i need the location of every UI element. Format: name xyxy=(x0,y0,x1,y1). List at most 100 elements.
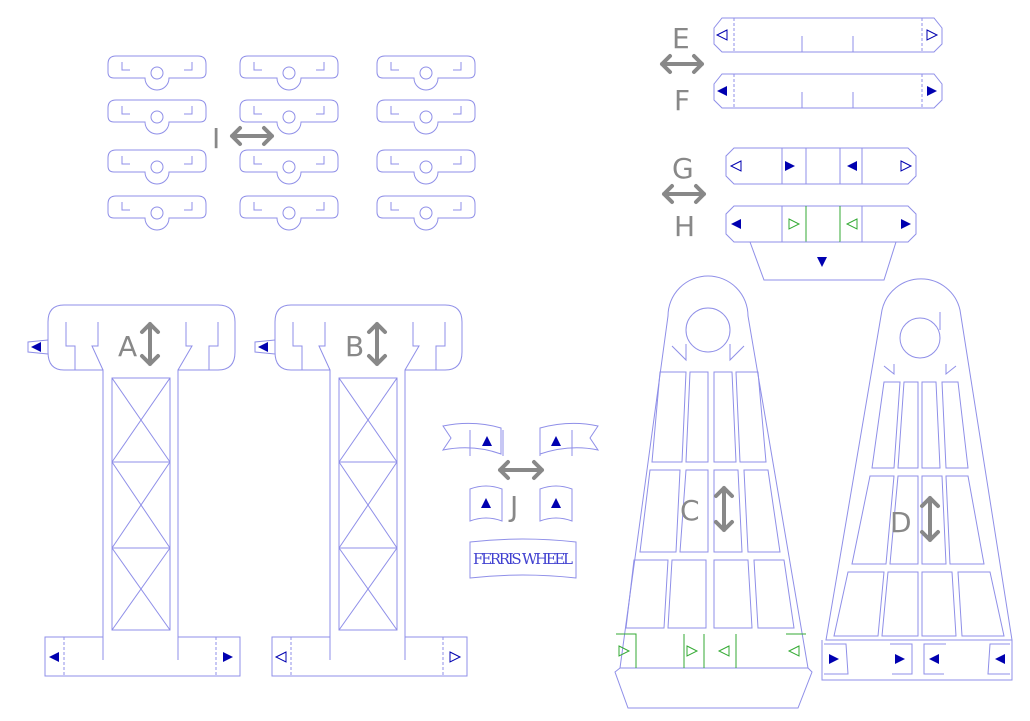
piece-i xyxy=(376,149,476,185)
glue-marker-icon xyxy=(785,161,795,171)
cut-line xyxy=(883,312,957,376)
label-i: I xyxy=(212,122,220,155)
piece-i xyxy=(107,195,207,231)
cut-line xyxy=(254,339,276,355)
piece-h xyxy=(725,205,917,243)
double-arrow-vertical-icon xyxy=(140,322,160,366)
glue-marker-icon xyxy=(258,342,268,352)
slot xyxy=(390,156,462,165)
glue-marker-icon xyxy=(788,218,801,230)
piece-i xyxy=(376,55,476,91)
cut-line xyxy=(805,206,841,242)
piece-c xyxy=(619,275,809,669)
piece-i xyxy=(239,55,339,91)
slot xyxy=(390,106,462,115)
cut-line xyxy=(111,377,171,631)
banner-text: FERRIS WHEEL xyxy=(473,550,573,568)
piece-b xyxy=(271,304,468,677)
banner-ferris-wheel xyxy=(469,538,577,579)
piece-a xyxy=(44,304,241,677)
cut-line xyxy=(833,571,1005,637)
piece-d xyxy=(825,278,1013,641)
cut-line xyxy=(625,559,795,629)
axle-hole xyxy=(282,110,296,124)
cut-line xyxy=(290,637,444,676)
piece-i xyxy=(107,149,207,185)
cut-line xyxy=(65,322,219,371)
slot xyxy=(121,106,193,115)
glue-marker-icon xyxy=(481,498,491,508)
piece-g xyxy=(725,147,917,185)
axle-hole xyxy=(282,160,296,174)
label-c: C xyxy=(680,494,700,527)
banner-flag xyxy=(441,422,502,455)
axle-hole xyxy=(419,160,433,174)
axle-hole xyxy=(419,206,433,220)
axle-hole xyxy=(685,307,731,353)
glue-marker-icon xyxy=(895,654,905,664)
slot xyxy=(253,62,325,71)
cut-line xyxy=(651,371,767,463)
banner-flag xyxy=(539,422,600,455)
label-e: E xyxy=(672,22,690,55)
glue-marker-icon xyxy=(900,160,913,172)
glue-marker-icon xyxy=(731,219,741,229)
glue-marker-icon xyxy=(31,342,41,352)
double-arrow-horizontal-icon xyxy=(498,460,544,480)
cut-line xyxy=(614,667,813,709)
cut-line xyxy=(469,430,573,456)
slot xyxy=(390,202,462,211)
cut-line xyxy=(671,344,745,362)
double-arrow-vertical-icon xyxy=(367,322,387,366)
banner-tab xyxy=(469,485,503,522)
banner-tab xyxy=(539,485,573,522)
cut-line xyxy=(292,322,446,371)
cut-line xyxy=(27,339,49,355)
piece-group-i xyxy=(107,55,476,231)
glue-marker-icon xyxy=(817,257,827,267)
slot xyxy=(390,62,462,71)
glue-marker-icon xyxy=(274,651,287,663)
piece-i xyxy=(376,99,476,135)
cut-line xyxy=(733,74,923,108)
glue-marker-icon xyxy=(927,86,937,96)
double-arrow-horizontal-icon xyxy=(662,184,706,204)
piece-i xyxy=(239,149,339,185)
glue-marker-icon xyxy=(901,219,911,229)
axle-hole xyxy=(899,317,941,359)
glue-marker-icon xyxy=(729,160,742,172)
glue-marker-icon xyxy=(717,86,727,96)
slot xyxy=(253,202,325,211)
axle-hole xyxy=(150,160,164,174)
axle-hole xyxy=(419,66,433,80)
cut-line xyxy=(639,469,781,553)
label-d: D xyxy=(890,506,912,539)
double-arrow-vertical-icon xyxy=(714,486,734,532)
glue-marker-icon xyxy=(717,645,730,657)
double-arrow-horizontal-icon xyxy=(660,54,704,74)
glue-marker-icon xyxy=(551,436,561,446)
piece-i xyxy=(239,195,339,231)
axle-hole xyxy=(150,110,164,124)
cut-line xyxy=(781,148,863,184)
glue-marker-icon xyxy=(995,654,1005,664)
cut-line xyxy=(871,381,969,469)
cut-line xyxy=(733,18,923,52)
glue-marker-icon xyxy=(787,645,800,657)
cut-line xyxy=(801,36,854,52)
label-h: H xyxy=(674,210,695,243)
glue-marker-icon xyxy=(49,652,59,662)
glue-marker-icon xyxy=(926,29,939,41)
cut-line xyxy=(801,92,854,108)
piece-f xyxy=(713,73,943,109)
label-g: G xyxy=(672,152,694,185)
double-arrow-horizontal-icon xyxy=(230,126,274,146)
cut-line xyxy=(63,637,217,676)
cut-line xyxy=(616,633,806,668)
piece-e xyxy=(713,17,943,53)
glue-marker-icon xyxy=(929,654,939,664)
piece-i xyxy=(376,195,476,231)
cut-line xyxy=(102,637,179,660)
cut-line xyxy=(824,643,1010,675)
